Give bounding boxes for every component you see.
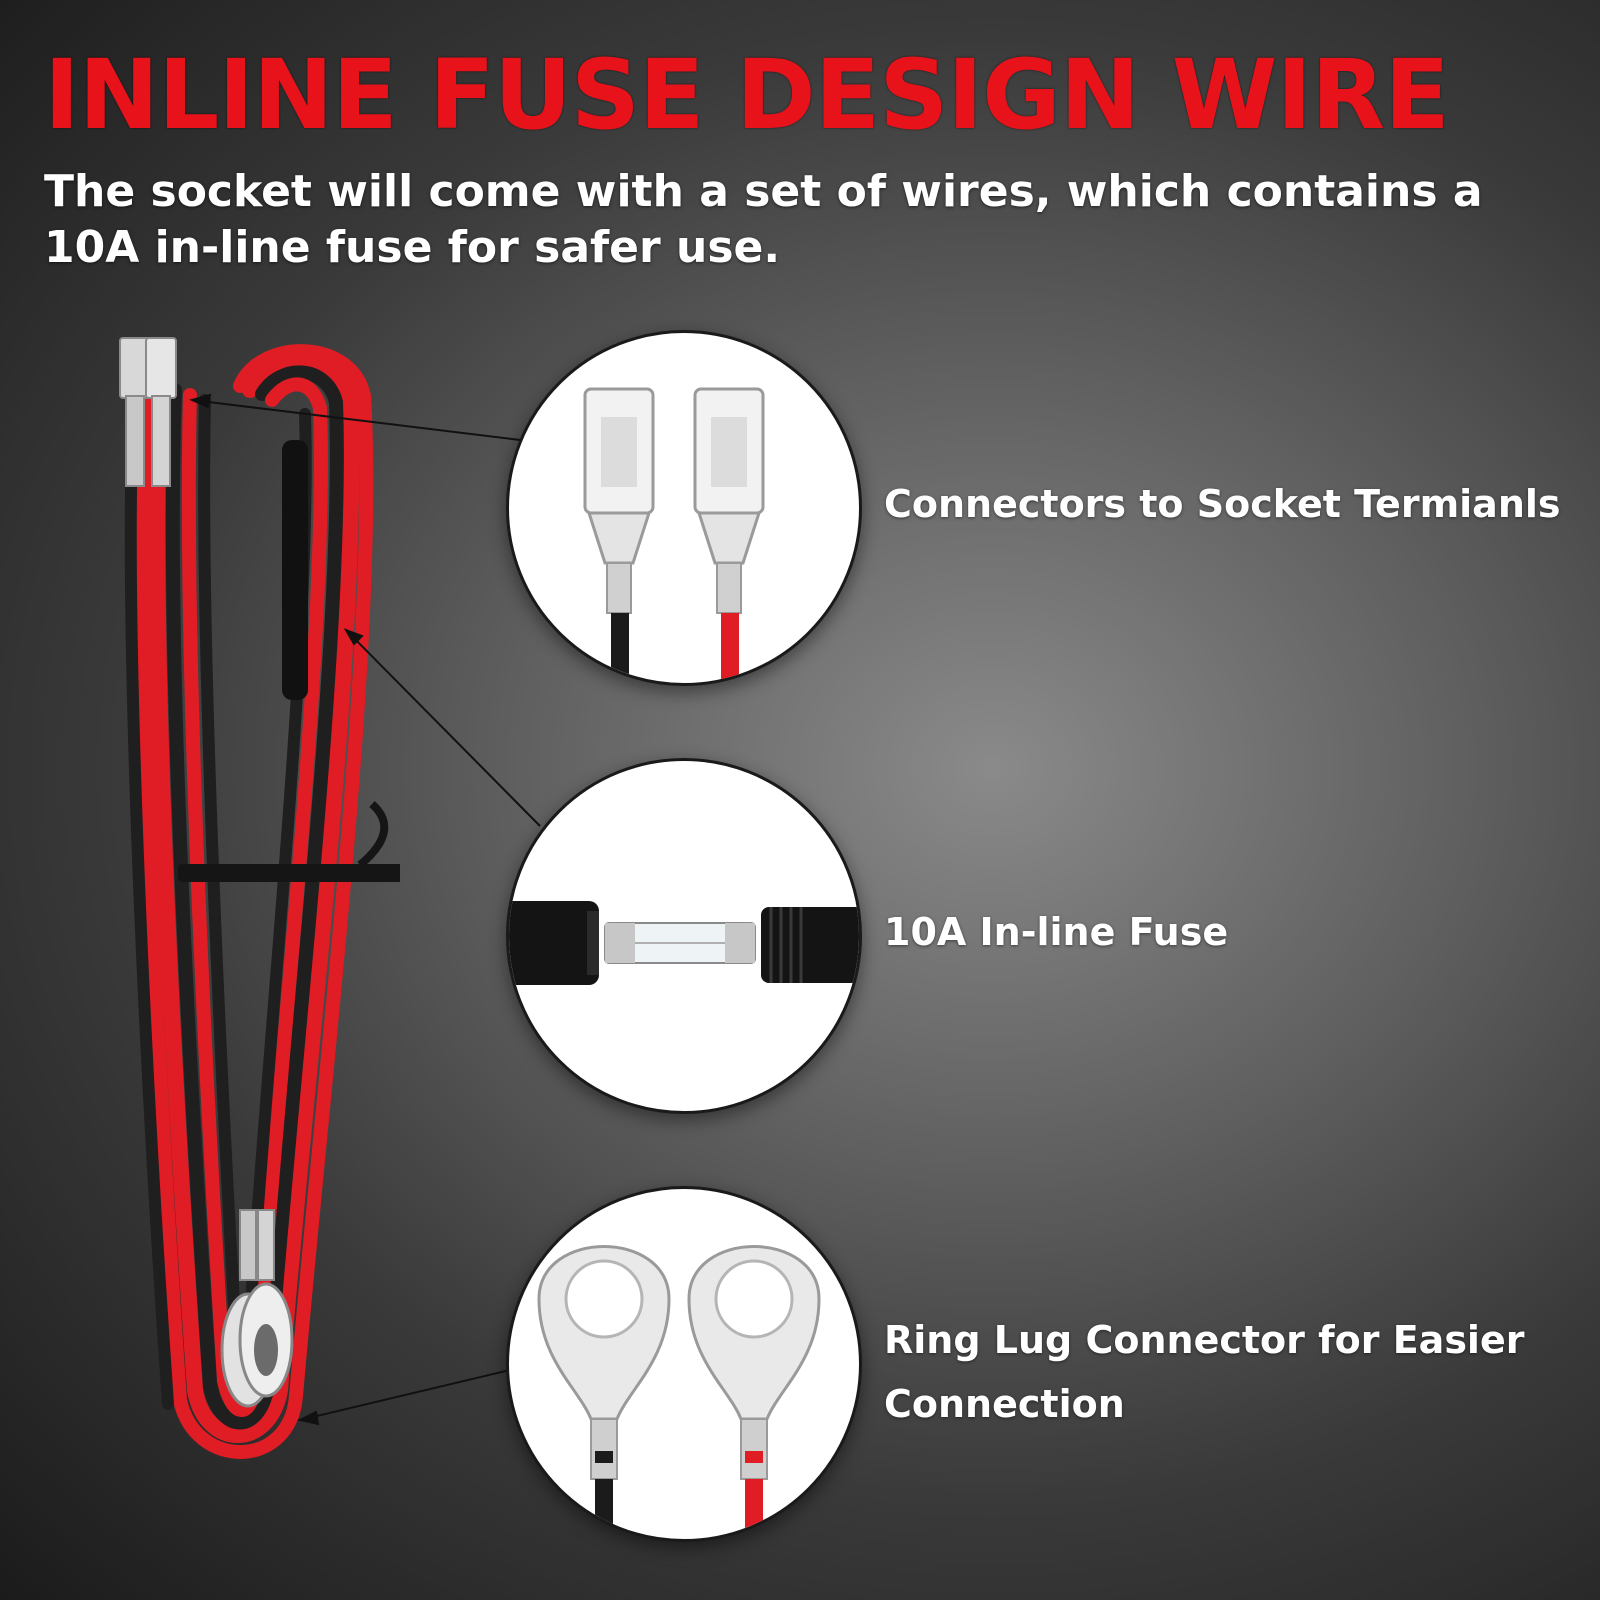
ring-lug-label: Ring Lug Connector for Easier Connection <box>884 1318 1525 1426</box>
ring-lug-callout-circle <box>506 1186 862 1542</box>
connectors-callout-circle <box>506 330 862 686</box>
wire-bundle-illustration <box>119 337 400 1459</box>
headline: INLINE FUSE DESIGN WIRE <box>44 39 1450 151</box>
fuse-label: 10A In-line Fuse <box>884 910 1229 954</box>
connectors-label: Connectors to Socket Termianls <box>884 482 1561 526</box>
inline-fuse-icon <box>509 901 859 985</box>
ring-lug-icon <box>537 1245 821 1539</box>
fuse-callout-circle <box>506 758 862 1114</box>
subheadline: The socket will come with a set of wires… <box>44 166 1483 273</box>
spade-connectors-icon <box>583 387 765 683</box>
